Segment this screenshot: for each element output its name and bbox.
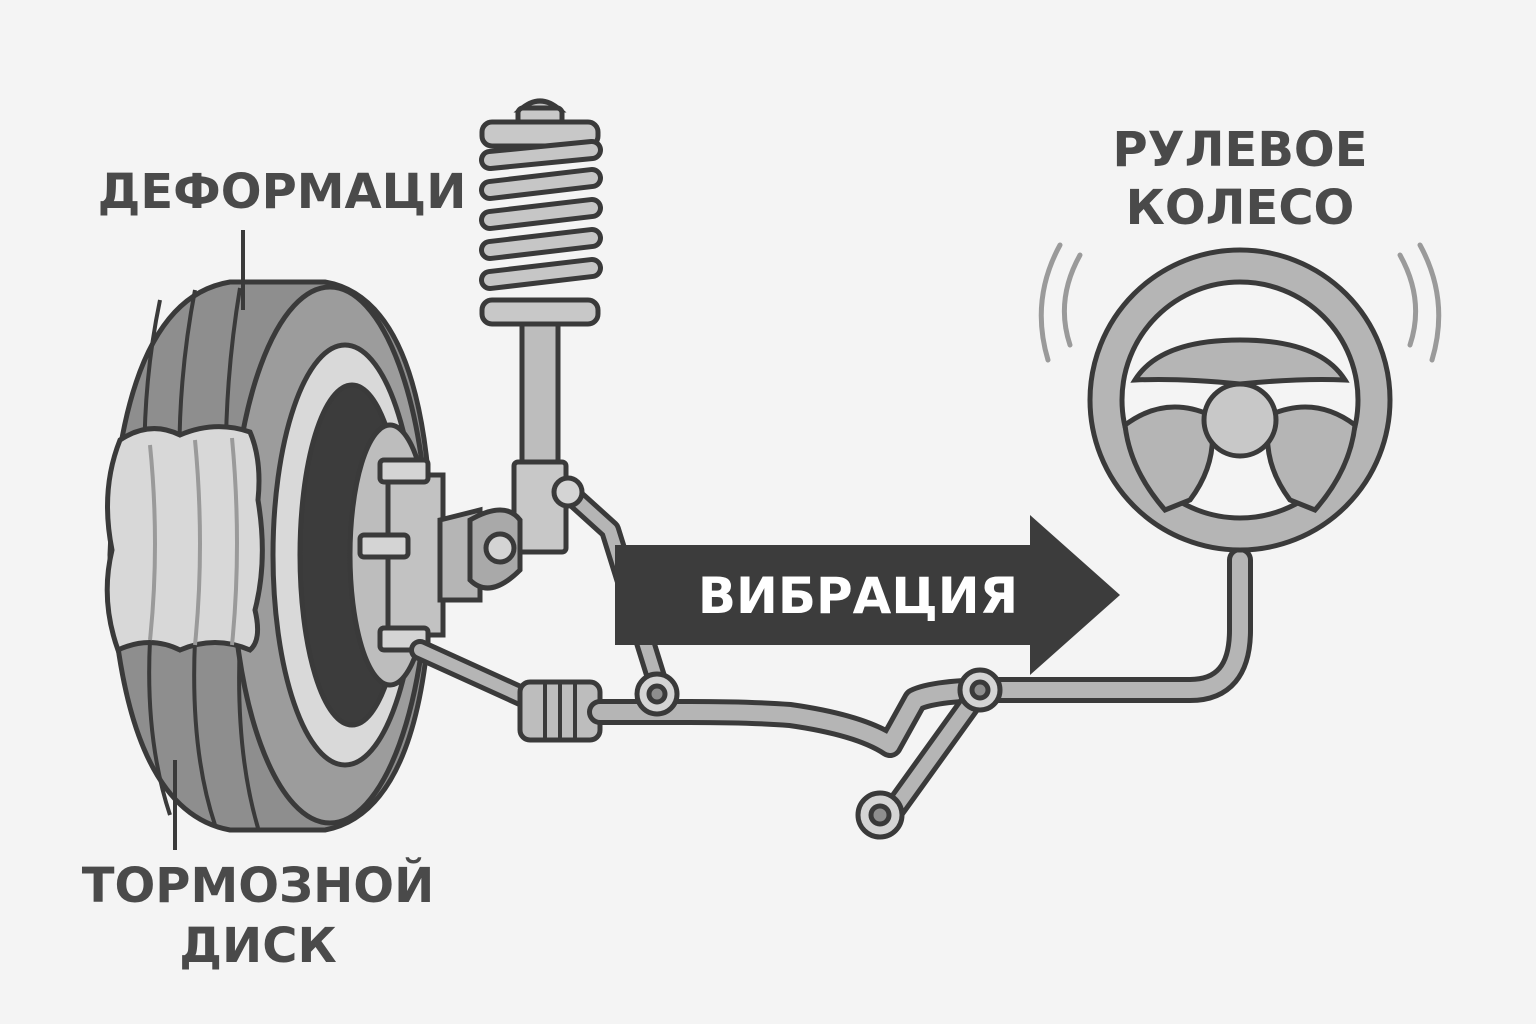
- brake-disc-label-line1: ТОРМОЗНОЙ: [82, 857, 435, 914]
- brake-disc-label-line2: ДИСК: [179, 918, 336, 974]
- vibration-marks-icon: [1038, 242, 1442, 363]
- steering-wheel: [1087, 247, 1393, 553]
- shock-absorber: [467, 98, 603, 591]
- vibration-arrow: [615, 515, 1120, 675]
- deformation-band: [104, 424, 265, 654]
- vibration-label: ВИБРАЦИЯ: [698, 567, 1018, 625]
- deformation-label: ДЕФОРМАЦИ: [98, 164, 467, 220]
- steering-linkage: [409, 475, 1253, 840]
- steering-wheel-label-line2: КОЛЕСО: [1126, 180, 1355, 236]
- steering-wheel-label-line1: РУЛЕВОЕ: [1112, 122, 1367, 178]
- brake-disc-hub: [347, 422, 483, 688]
